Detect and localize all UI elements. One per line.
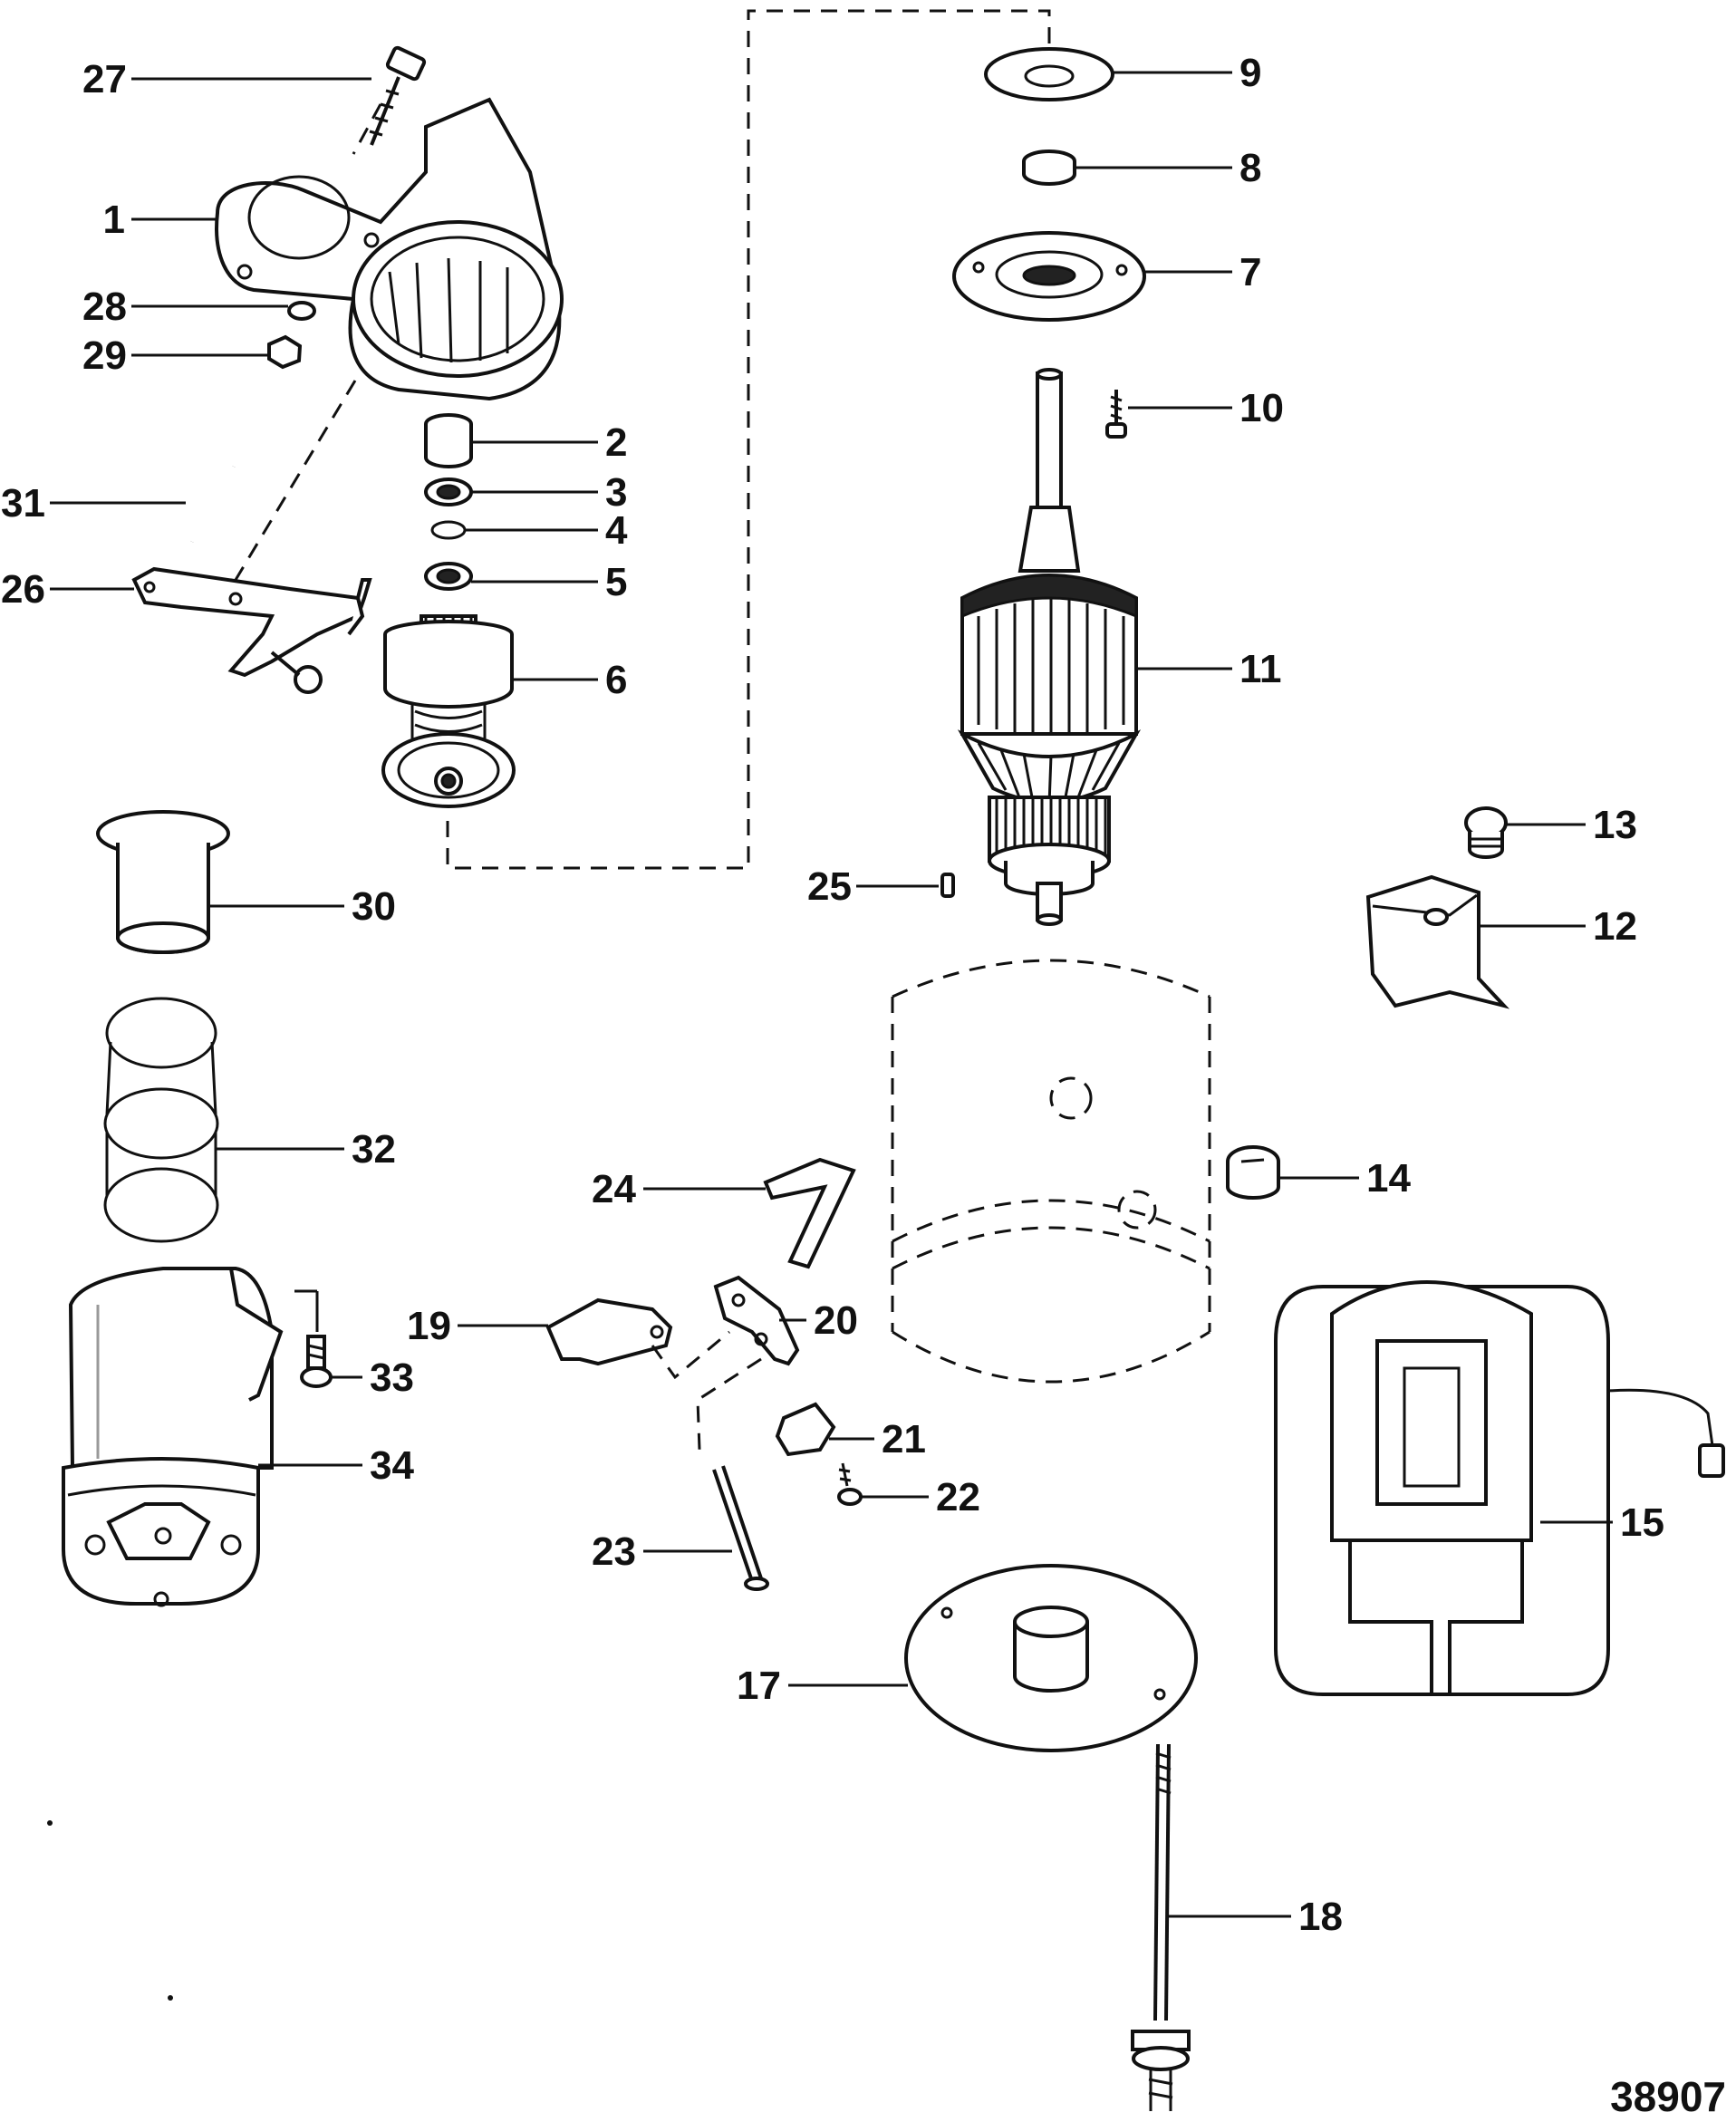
callout-27: 27 <box>82 57 127 101</box>
screw-33-part <box>294 1289 333 1388</box>
sleeve-30-part <box>96 810 230 954</box>
screw-10-part <box>1105 390 1127 439</box>
snap-ring-4-part <box>430 520 467 540</box>
brush-19-part <box>545 1297 673 1366</box>
brush-to-bracket-dashed <box>651 1330 730 1380</box>
bushing-2-part <box>424 413 473 468</box>
end-plate-7-part <box>952 231 1146 322</box>
callout-28: 28 <box>82 285 127 329</box>
bracket-plate-20-part <box>713 1275 800 1366</box>
pin-31-part <box>189 465 236 544</box>
scan-dot <box>168 1995 173 2001</box>
spring-32-part <box>103 997 219 1243</box>
bracket-24-part <box>763 1157 856 1269</box>
callout-8: 8 <box>1239 146 1261 190</box>
assembly-dashed-path <box>446 9 1051 870</box>
through-bolt-18-part <box>1131 1743 1191 2111</box>
armature-11-part <box>957 368 1142 926</box>
screw-13-part <box>1464 806 1508 859</box>
washer-28-part <box>287 301 316 321</box>
callout-13: 13 <box>1593 803 1637 847</box>
plug-14-part <box>1226 1145 1280 1200</box>
callout-12: 12 <box>1593 904 1637 949</box>
callout-18: 18 <box>1298 1895 1343 1939</box>
callout-19: 19 <box>407 1304 451 1348</box>
collar-3-part <box>424 477 473 506</box>
housing-to-lever-dashed <box>234 380 357 581</box>
callout-2: 2 <box>605 420 627 465</box>
terminal-cover-12-part <box>1365 874 1510 1009</box>
figure-number: 38907 <box>1610 2073 1726 2120</box>
callout-6: 6 <box>605 658 627 702</box>
callout-14: 14 <box>1366 1156 1411 1201</box>
callout-10: 10 <box>1239 386 1284 430</box>
callout-9: 9 <box>1239 51 1261 95</box>
bolt-27-part <box>369 45 427 146</box>
callout-3: 3 <box>605 470 627 515</box>
callout-4: 4 <box>605 508 628 553</box>
callout-leader-lines <box>50 71 1613 1918</box>
callout-31: 31 <box>1 481 45 526</box>
callout-25: 25 <box>807 864 852 909</box>
pin-23-part <box>712 1465 769 1591</box>
bolt-to-housing-dashed <box>352 103 382 155</box>
nut-29-part <box>267 334 303 370</box>
end-cap-17-part <box>904 1564 1198 1752</box>
washer-9-part <box>984 47 1114 101</box>
callout-21: 21 <box>882 1417 926 1461</box>
callout-24: 24 <box>592 1167 636 1211</box>
callout-17: 17 <box>737 1664 781 1708</box>
callout-30: 30 <box>352 884 396 929</box>
callout-11: 11 <box>1239 647 1282 691</box>
clip-21-part <box>775 1402 836 1457</box>
callout-32: 32 <box>352 1127 396 1172</box>
spacer-8-part <box>1022 150 1076 186</box>
callout-1: 1 <box>103 198 125 242</box>
callout-5: 5 <box>605 560 627 604</box>
brush-holder-15-part <box>1274 1280 1725 1696</box>
key-25-part <box>940 873 955 898</box>
callout-33: 33 <box>370 1355 414 1400</box>
callout-15: 15 <box>1620 1500 1664 1545</box>
drive-housing-part <box>215 97 564 401</box>
callout-numbers: 27 1 28 29 31 26 2 3 4 5 6 9 8 7 10 11 2… <box>1 51 1664 1939</box>
collar-5-part <box>424 562 473 591</box>
callout-7: 7 <box>1239 250 1261 294</box>
callout-34: 34 <box>370 1443 414 1488</box>
callout-29: 29 <box>82 333 127 378</box>
callout-20: 20 <box>814 1298 858 1343</box>
callout-22: 22 <box>936 1475 980 1519</box>
bracket-to-pin-dashed <box>696 1357 762 1451</box>
frame-dashed-outline <box>891 959 1211 1384</box>
shift-lever-26-part <box>131 566 372 694</box>
callout-23: 23 <box>592 1529 636 1574</box>
scan-dot <box>47 1820 53 1826</box>
screw-22-part <box>837 1462 863 1506</box>
drive-pinion-6-part <box>381 614 516 808</box>
callout-26: 26 <box>1 567 45 612</box>
solenoid-34-part <box>62 1267 284 1607</box>
